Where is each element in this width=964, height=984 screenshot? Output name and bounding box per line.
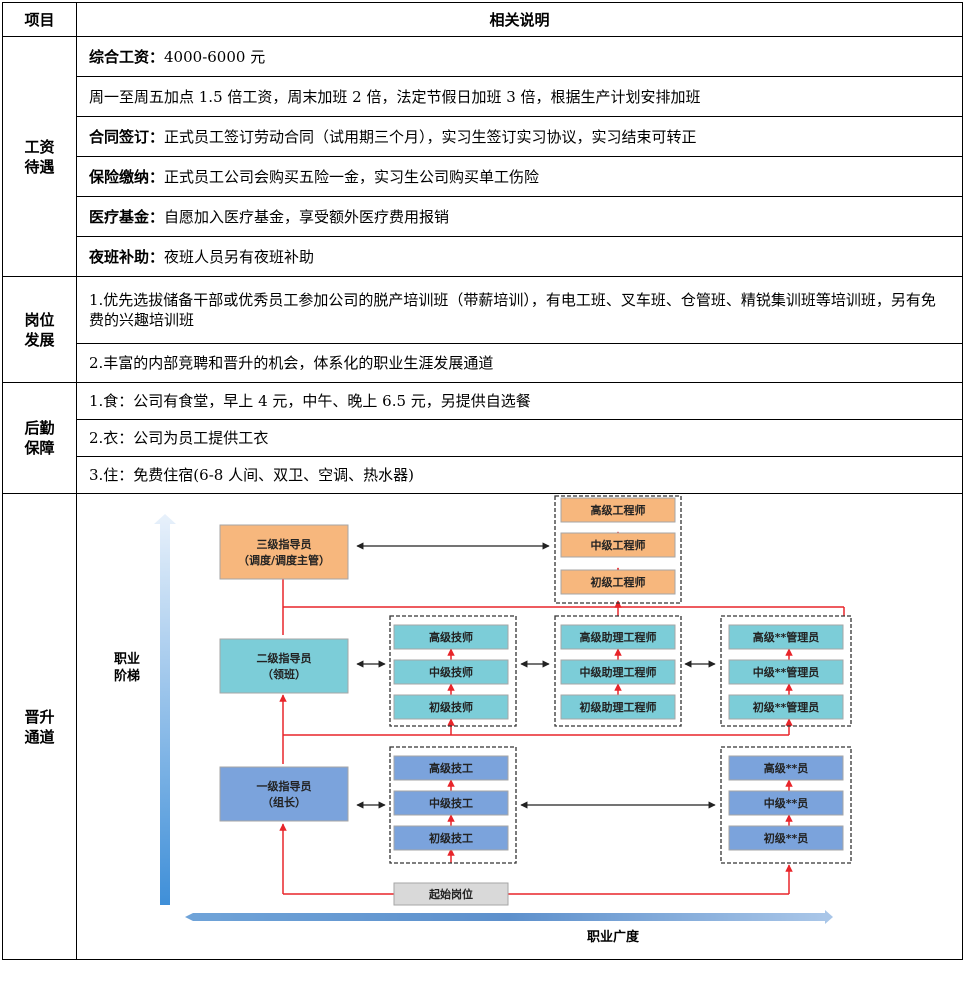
engineer-group: [554, 495, 682, 604]
asst-engineer-senior-box: [560, 624, 676, 650]
technician-mid-box: [393, 659, 509, 685]
salary-row-night: 夜班补助：夜班人员另有夜班补助: [76, 236, 963, 277]
start-position-box: [393, 882, 509, 906]
worker-junior-box: [393, 825, 509, 851]
promotion-links: [279, 531, 845, 895]
asst-engineer-group: [554, 615, 682, 727]
svg-text:中级助理工程师: 中级助理工程师: [580, 665, 657, 679]
category-development: 岗位发展: [2, 276, 77, 383]
promotion-diagram-cell: 职业 阶梯 职业广度: [76, 493, 963, 960]
svg-text:中级工程师: 中级工程师: [591, 538, 646, 552]
salary-row-overtime: 周一至周五加点 1.5 倍工资，周末加班 2 倍，法定节假日加班 3 倍，根据生…: [76, 76, 963, 117]
svg-text:中级**管理员: 中级**管理员: [753, 665, 820, 679]
svg-text:中级技师: 中级技师: [429, 665, 473, 679]
header-item: 项目: [2, 2, 77, 37]
salary-row-contract: 合同签订：正式员工签订劳动合同（试用期三个月），实习生签订实习协议，实习结束可转…: [76, 116, 963, 157]
salary-row-insurance: 保险缴纳：正式员工公司会购买五险一金，实习生公司购买单工伤险: [76, 156, 963, 197]
career-path-diagram: 职业 阶梯 职业广度: [114, 495, 852, 945]
engineer-junior-box: [560, 569, 676, 595]
svg-text:二级指导员: 二级指导员: [257, 651, 312, 665]
supervisor-level2-box: [219, 638, 349, 694]
development-row-promotion: 2.丰富的内部竞聘和晋升的机会，体系化的职业生涯发展通道: [76, 343, 963, 383]
staff-mid-box: [728, 790, 844, 816]
worker-mid-box: [393, 790, 509, 816]
svg-text:初级工程师: 初级工程师: [591, 575, 646, 589]
supervisor-level1-box: [219, 766, 349, 822]
svg-text:（领班）: （领班）: [262, 667, 306, 681]
supervisor-level3-box: [219, 524, 349, 580]
category-logistics: 后勤保障: [2, 382, 77, 494]
lateral-links: [356, 542, 716, 809]
asst-engineer-junior-box: [560, 694, 676, 720]
technician-senior-box: [393, 624, 509, 650]
x-axis-label: 职业广度: [587, 929, 640, 945]
asst-engineer-mid-box: [560, 659, 676, 685]
staff-senior-box: [728, 755, 844, 781]
technician-group: [389, 615, 517, 727]
svg-text:高级技师: 高级技师: [429, 630, 473, 644]
manager-senior-box: [728, 624, 844, 650]
svg-text:高级工程师: 高级工程师: [591, 503, 646, 517]
logistics-row-housing: 3.住：免费住宿(6-8 人间、双卫、空调、热水器): [76, 456, 963, 494]
svg-text:初级技工: 初级技工: [429, 831, 473, 845]
svg-text:中级技工: 中级技工: [429, 796, 473, 810]
svg-text:初级助理工程师: 初级助理工程师: [580, 700, 657, 714]
svg-text:阶梯: 阶梯: [114, 668, 140, 684]
svg-text:三级指导员: 三级指导员: [257, 537, 312, 551]
engineer-senior-box: [560, 497, 676, 523]
staff-junior-box: [728, 825, 844, 851]
svg-text:起始岗位: 起始岗位: [428, 887, 473, 901]
manager-junior-box: [728, 694, 844, 720]
technician-junior-box: [393, 694, 509, 720]
svg-text:初级技师: 初级技师: [429, 700, 473, 714]
engineer-mid-box: [560, 532, 676, 558]
category-promotion: 晋升通道: [2, 493, 77, 960]
svg-text:一级指导员: 一级指导员: [257, 779, 312, 793]
logistics-row-food: 1.食：公司有食堂，早上 4 元，中午、晚上 6.5 元，另提供自选餐: [76, 382, 963, 420]
benefits-table: 项目 相关说明 工资待遇 综合工资：4000-6000 元 周一至周五加点 1.…: [2, 2, 963, 960]
development-row-training: 1.优先选拔储备干部或优秀员工参加公司的脱产培训班（带薪培训），有电工班、叉车班…: [76, 276, 963, 344]
logistics-row-clothing: 2.衣：公司为员工提供工衣: [76, 419, 963, 457]
worker-group: [389, 746, 517, 864]
salary-row-pay: 综合工资：4000-6000 元: [76, 36, 963, 77]
header-description: 相关说明: [76, 2, 963, 37]
svg-text:高级助理工程师: 高级助理工程师: [580, 630, 657, 644]
svg-text:（组长）: （组长）: [262, 795, 306, 809]
svg-text:中级**员: 中级**员: [764, 796, 809, 810]
svg-text:（调度/调度主管）: （调度/调度主管）: [238, 553, 330, 567]
svg-text:高级**管理员: 高级**管理员: [753, 630, 820, 644]
vertical-axis-arrow: [154, 514, 176, 905]
salary-row-medical: 医疗基金：自愿加入医疗基金，享受额外医疗费用报销: [76, 196, 963, 237]
staff-group: [720, 746, 852, 864]
category-salary: 工资待遇: [2, 36, 77, 277]
manager-mid-box: [728, 659, 844, 685]
horizontal-axis-arrow: [185, 913, 193, 921]
svg-text:初级**管理员: 初级**管理员: [753, 700, 820, 714]
svg-text:初级**员: 初级**员: [764, 831, 809, 845]
worker-senior-box: [393, 755, 509, 781]
svg-text:高级技工: 高级技工: [429, 761, 473, 775]
y-axis-label: 职业: [114, 651, 140, 667]
svg-text:高级**员: 高级**员: [764, 761, 809, 775]
